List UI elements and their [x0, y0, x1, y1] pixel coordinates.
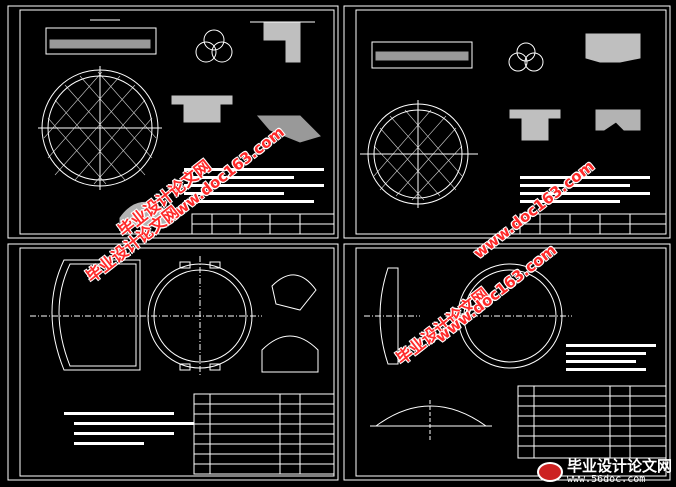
site-brand: 毕业设计论文网 www.56doc.com: [536, 457, 672, 485]
brand-url: www.56doc.com: [566, 474, 646, 485]
brand-title: 毕业设计论文网: [566, 457, 672, 475]
sheet-bottom-left: [7, 243, 339, 481]
sheet-top-left: [7, 5, 339, 239]
sheet-3-ring-view: [140, 256, 262, 376]
brand-logo-icon: [536, 462, 563, 482]
sheet-1-plate-view: [38, 66, 162, 190]
sheet-bottom-right: [343, 243, 671, 481]
sheet-top-right: [343, 5, 671, 239]
sheet-4-head-view: [450, 263, 572, 369]
sheet-2-plate-view: [360, 100, 478, 208]
